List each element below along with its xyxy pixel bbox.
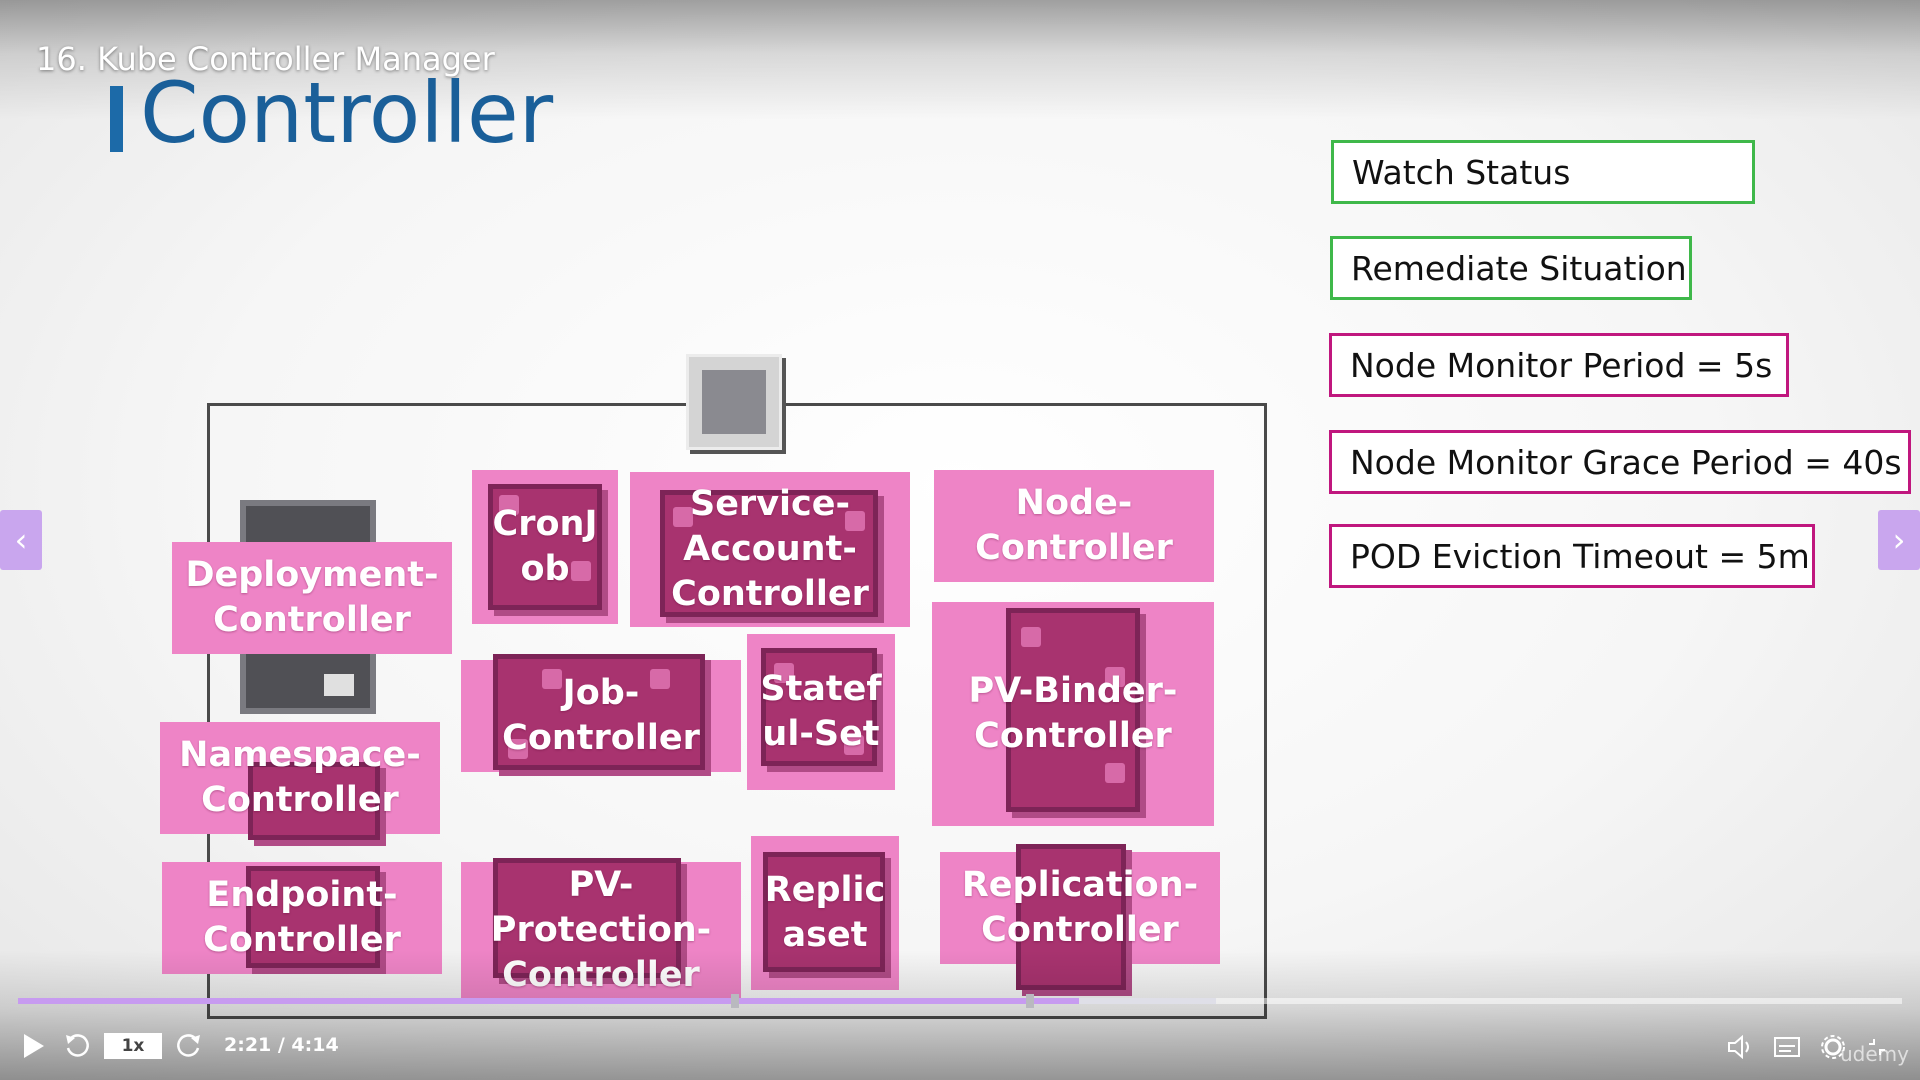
cronjob-controller-label: CronJ ob — [492, 504, 598, 589]
job-controller: Job- Controller — [461, 654, 741, 772]
namespace-controller-label: Namespace- Controller — [179, 735, 421, 820]
deployment-controller: Deployment- Controller — [172, 542, 452, 654]
service-account-controller: Service- Account- Controller — [630, 472, 910, 627]
job-controller-label: Job- Controller — [502, 673, 700, 758]
play-icon — [24, 1034, 44, 1058]
heading-text: Controller — [140, 64, 554, 162]
node-controller: Node- Controller — [934, 470, 1214, 582]
replication-controller: Replication- Controller — [940, 844, 1220, 990]
gear-icon — [1821, 1035, 1845, 1059]
node-controller-label: Node- Controller — [975, 483, 1173, 568]
play-button[interactable] — [18, 1030, 50, 1062]
pv-protection-controller-label: PV- Protection- Controller — [490, 864, 712, 995]
statefulset-controller-label: Statef ul-Set — [760, 669, 882, 754]
cronjob-controller: CronJ ob — [472, 470, 618, 624]
param-node-monitor-grace-period: Node Monitor Grace Period = 40s — [1329, 430, 1911, 494]
progress-marker — [731, 994, 739, 1008]
progress-fill — [18, 998, 1079, 1004]
forward-icon — [177, 1034, 200, 1057]
statefulset-controller: Statef ul-Set — [747, 634, 895, 790]
rewind-button[interactable] — [60, 1030, 94, 1062]
fullscreen-button[interactable] — [1862, 1032, 1892, 1062]
time-display: 2:21 / 4:14 — [224, 1034, 339, 1056]
service-account-controller-label: Service- Account- Controller — [671, 484, 869, 614]
volume-button[interactable] — [1724, 1032, 1758, 1062]
param-watch-status: Watch Status — [1331, 140, 1755, 204]
master-node-icon — [686, 354, 782, 450]
captions-button[interactable] — [1770, 1032, 1804, 1062]
replication-controller-label: Replication- Controller — [961, 865, 1199, 950]
volume-icon — [1728, 1035, 1749, 1059]
deployment-controller-label: Deployment- Controller — [185, 555, 439, 640]
heading-accent-bar — [110, 86, 123, 152]
replicaset-controller: Replic aset — [751, 836, 899, 990]
pv-binder-controller-label: PV-Binder- Controller — [968, 671, 1178, 756]
player-overlay — [0, 950, 1920, 1080]
forward-button[interactable] — [172, 1030, 206, 1062]
settings-button[interactable] — [1816, 1032, 1850, 1062]
playback-speed-button[interactable]: 1x — [104, 1033, 162, 1059]
pv-protection-controller: PV- Protection- Controller — [461, 858, 741, 998]
top-overlay — [0, 0, 1920, 120]
endpoint-controller-label: Endpoint- Controller — [203, 875, 401, 960]
pv-binder-controller: PV-Binder- Controller — [932, 602, 1214, 826]
lecture-title: 16. Kube Controller Manager — [36, 40, 495, 78]
exit-fullscreen-icon — [1869, 1039, 1885, 1055]
rewind-icon — [66, 1034, 89, 1057]
param-remediate-situation: Remediate Situation — [1330, 236, 1692, 300]
progress-marker — [1026, 994, 1034, 1008]
captions-icon — [1774, 1037, 1800, 1057]
namespace-controller: Namespace- Controller — [160, 722, 440, 840]
param-node-monitor-period: Node Monitor Period = 5s — [1329, 333, 1789, 397]
endpoint-controller: Endpoint- Controller — [162, 862, 442, 974]
udemy-watermark: udemy — [1840, 1042, 1909, 1066]
replicaset-controller-label: Replic aset — [764, 870, 886, 955]
previous-slide-button[interactable]: ‹ — [0, 510, 42, 570]
param-pod-eviction-timeout: POD Eviction Timeout = 5m — [1329, 524, 1815, 588]
next-slide-button[interactable]: › — [1878, 510, 1920, 570]
